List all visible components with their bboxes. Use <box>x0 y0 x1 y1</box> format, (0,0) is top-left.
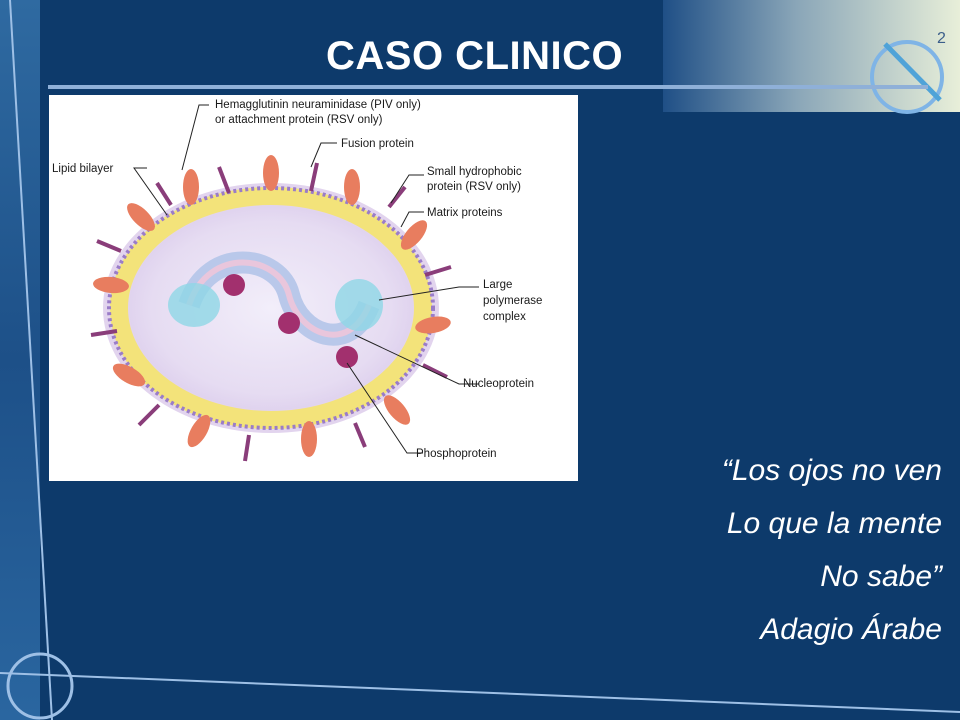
label-hemagglutinin-2: or attachment protein (RSV only) <box>215 114 383 126</box>
fusion-protein-spikes <box>93 155 451 457</box>
slide-number: 2 <box>937 30 946 47</box>
left-accent-strip <box>0 0 40 720</box>
quote-block: “Los ojos no ven Lo que la mente No sabe… <box>722 444 942 656</box>
attachment-protein-spikes <box>90 162 452 462</box>
matrix-protein-ring <box>110 187 432 429</box>
label-fusion-protein: Fusion protein <box>341 138 414 150</box>
phosphoprotein-dot <box>278 312 300 334</box>
bottom-diagonal-line <box>0 672 960 713</box>
quote-line-3: No sabe” <box>820 560 942 593</box>
label-small-hydrophobic-2: protein (RSV only) <box>427 181 521 193</box>
label-large-3: complex <box>483 311 526 323</box>
nucleoprotein-strand <box>186 259 372 338</box>
title-underline <box>48 85 928 89</box>
label-phosphoprotein: Phosphoprotein <box>416 448 497 460</box>
bottom-left-circle-icon <box>6 652 74 720</box>
label-nucleoprotein: Nucleoprotein <box>463 378 534 390</box>
label-large-2: polymerase <box>483 295 542 307</box>
label-hemagglutinin-1: Hemagglutinin neuraminidase (PIV only) <box>215 99 421 111</box>
left-vertical-line <box>9 0 53 720</box>
slide-title: CASO CLINICO <box>326 34 624 78</box>
label-matrix-proteins: Matrix proteins <box>427 207 503 219</box>
virus-illustration: Hemagglutinin neuraminidase (PIV only) o… <box>52 99 542 462</box>
quote-line-1: “Los ojos no ven <box>721 454 942 487</box>
phosphoprotein-dot <box>223 274 245 296</box>
top-right-slash-icon <box>883 42 942 102</box>
label-large-1: Large <box>483 279 512 291</box>
quote-attribution: Adagio Árabe <box>760 613 942 646</box>
polymerase-complex-right <box>335 279 383 331</box>
label-lipid-bilayer: Lipid bilayer <box>52 163 114 175</box>
top-right-circle-icon <box>870 40 944 114</box>
polymerase-complex-left <box>168 283 220 327</box>
phosphoprotein-dot <box>336 346 358 368</box>
label-small-hydrophobic-1: Small hydrophobic <box>427 166 522 178</box>
corner-gradient-panel <box>663 0 960 112</box>
label-leader-lines <box>133 104 479 454</box>
quote-line-2: Lo que la mente <box>726 507 942 540</box>
virus-structure-diagram: Hemagglutinin neuraminidase (PIV only) o… <box>49 95 578 481</box>
